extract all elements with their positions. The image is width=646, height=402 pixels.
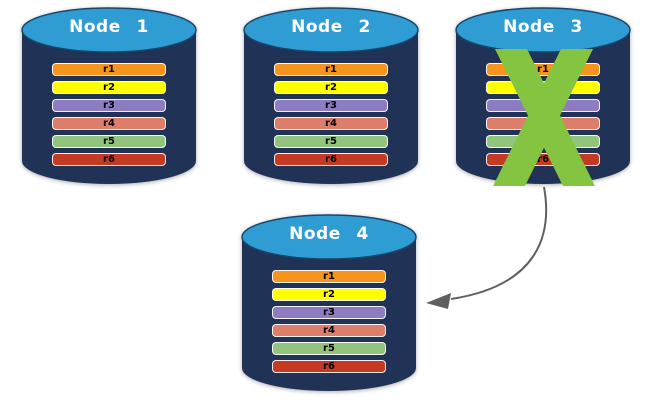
node-3: Node 3 r1 r2 r3 r4 r5 r6 xyxy=(454,6,632,190)
node-2-replicas: r1 r2 r3 r4 r5 r6 xyxy=(274,63,388,171)
node-4-replicas: r1 r2 r3 r4 r5 r6 xyxy=(272,270,386,378)
node-1: Node 1 r1 r2 r3 r4 r5 r6 xyxy=(20,6,198,190)
replica-bar-r3: r3 xyxy=(274,99,388,112)
replica-bar-r4: r4 xyxy=(274,117,388,130)
replica-bar-r1: r1 xyxy=(52,63,166,76)
replica-bar-r5: r5 xyxy=(274,135,388,148)
replica-bar-r3: r3 xyxy=(52,99,166,112)
replica-bar-r2: r2 xyxy=(274,81,388,94)
node-1-replicas: r1 r2 r3 r4 r5 r6 xyxy=(52,63,166,171)
replica-bar-r4: r4 xyxy=(272,324,386,337)
node-4-label: Node 4 xyxy=(289,224,369,244)
node-2: Node 2 r1 r2 r3 r4 r5 r6 xyxy=(242,6,420,190)
replica-bar-r5: r5 xyxy=(272,342,386,355)
node-3-label: Node 3 xyxy=(503,17,583,37)
replica-bar-r1: r1 xyxy=(272,270,386,283)
node-2-label: Node 2 xyxy=(291,17,371,37)
replica-bar-r6: r6 xyxy=(52,153,166,166)
failure-cross-icon xyxy=(493,49,595,186)
node-4: Node 4 r1 r2 r3 r4 r5 r6 xyxy=(240,213,418,397)
replica-bar-r4: r4 xyxy=(52,117,166,130)
replica-bar-r2: r2 xyxy=(272,288,386,301)
node-1-label: Node 1 xyxy=(69,17,149,37)
replica-bar-r6: r6 xyxy=(274,153,388,166)
replica-bar-r2: r2 xyxy=(52,81,166,94)
replica-bar-r5: r5 xyxy=(52,135,166,148)
replica-bar-r1: r1 xyxy=(274,63,388,76)
replica-bar-r3: r3 xyxy=(272,306,386,319)
replica-bar-r6: r6 xyxy=(272,360,386,373)
